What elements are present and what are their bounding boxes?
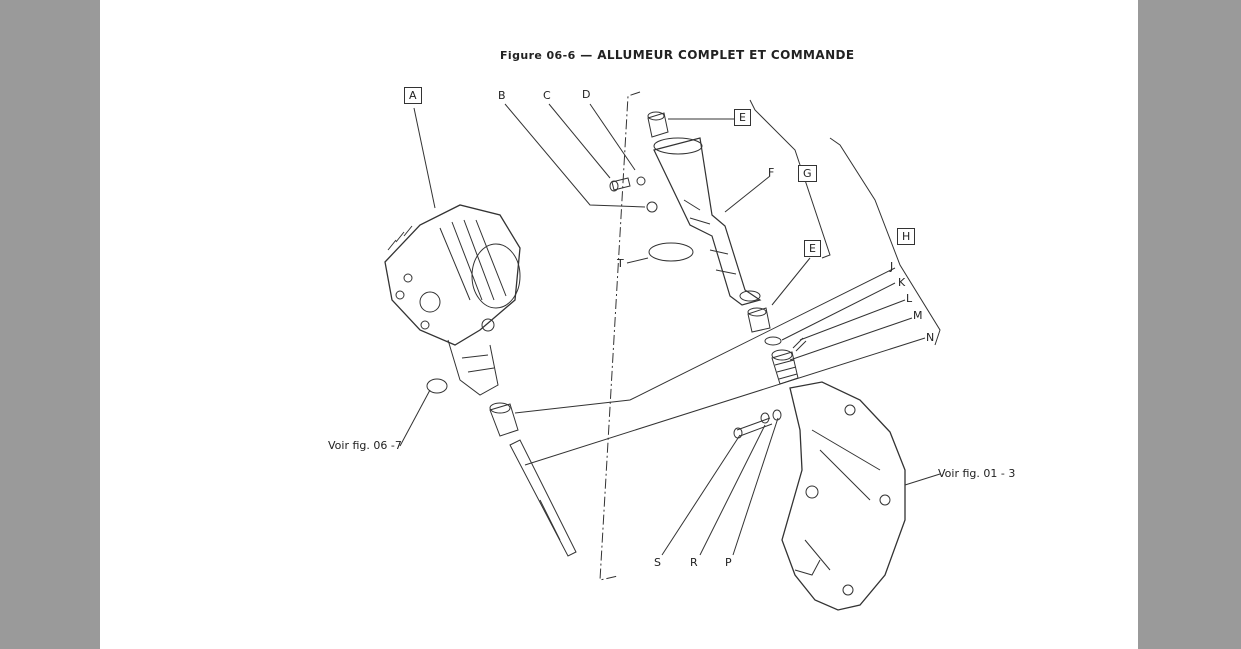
label-g: G [798,165,817,182]
bolt-s [733,417,773,439]
reference-left: Voir fig. 06 -7 [328,439,402,452]
label-p: P [725,556,732,569]
leader-l [799,299,906,341]
pin-l [792,337,807,352]
label-j: J [890,260,894,273]
label-l: L [906,292,913,305]
leader-k [781,282,896,341]
bracket-h [829,137,941,346]
figure-title: Figure 06-6 — ALLUMEUR COMPLET ET COMMAN… [500,48,855,62]
housing-f [653,137,762,306]
leader-r [699,424,766,556]
bush-e-top [647,111,669,138]
bracket-g [749,99,831,259]
washer-r [760,412,770,424]
leader-j [514,267,896,414]
leader-a [413,107,436,209]
drive-shaft [509,439,577,557]
label-m: M [913,309,923,322]
label-n: N [926,331,935,344]
leader-b [504,103,646,208]
reference-right: Voir fig. 01 - 3 [938,467,1016,480]
center-axis-line [599,91,641,581]
figure-dash: — [580,48,593,62]
label-a: A [404,87,422,104]
leader-m [789,317,913,361]
leader-c [548,103,611,179]
manual-page [100,0,1138,649]
label-e-top: E [734,109,751,126]
washer-d [636,176,646,186]
figure-caption: ALLUMEUR COMPLET ET COMMANDE [597,48,855,62]
leader-d [589,103,636,171]
washer-p [772,409,782,421]
distributor-assembly [384,204,521,396]
o-ring-left [426,378,448,394]
engine-cover [781,381,906,611]
leader-p [732,417,779,556]
label-k: K [898,276,906,289]
label-s: S [654,556,661,569]
leader-s [661,434,741,556]
washer-k [764,336,782,346]
label-b: B [498,89,506,102]
leader-n [524,337,926,466]
label-d: D [582,88,591,101]
coupling-j [489,402,519,437]
label-f: F [768,166,775,179]
label-r: R [690,556,698,569]
gear-m [771,349,799,385]
leader-t [626,257,649,264]
label-t: T [617,257,624,270]
label-h: H [897,228,916,245]
leader-voir-left [399,389,431,447]
bush-e-bottom [747,307,771,333]
washer-b [646,201,658,213]
leader-voir-right [904,473,941,486]
seal-t [648,242,694,262]
leader-e2 [771,257,811,306]
figure-number: Figure 06-6 [500,49,576,62]
label-e-bottom: E [804,240,821,257]
leader-f [724,175,771,213]
screw-c [609,177,631,192]
label-c: C [543,89,551,102]
